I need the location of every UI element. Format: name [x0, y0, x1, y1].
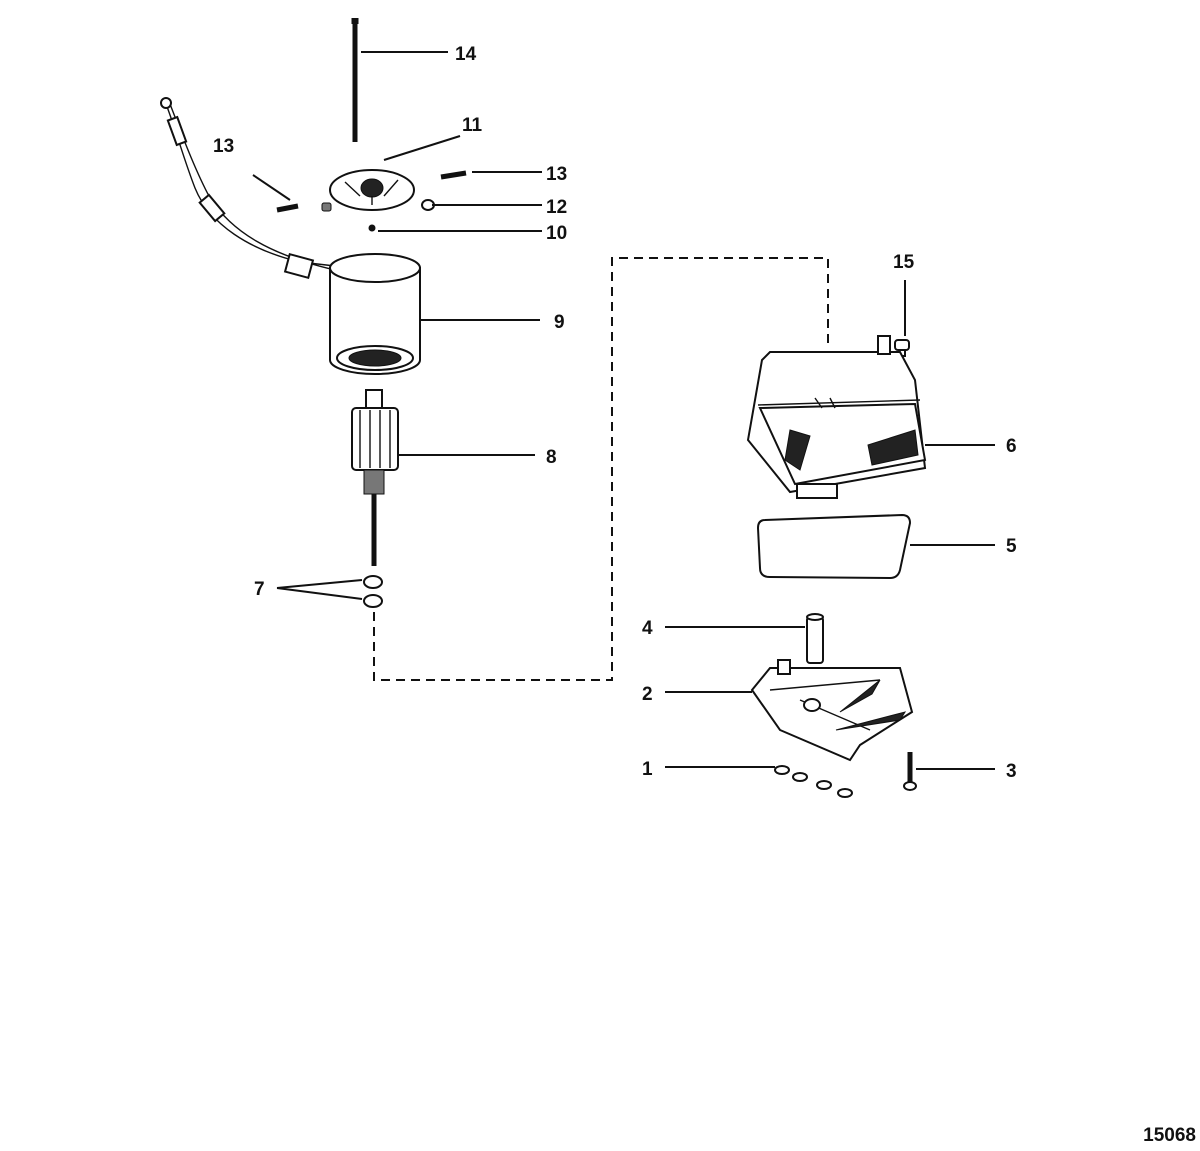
callout-8: 8 [546, 447, 557, 468]
figure-number: 15068 [1143, 1125, 1196, 1146]
callout-10: 10 [546, 223, 567, 244]
part-13-spring-left [276, 203, 299, 213]
leader-lines [252, 51, 995, 770]
callout-4: 4 [642, 618, 653, 639]
callout-3: 3 [1006, 761, 1017, 782]
part-4-tube [806, 613, 824, 664]
callout-9: 9 [554, 312, 565, 333]
callout-1: 1 [642, 759, 653, 780]
callout-11: 11 [462, 115, 483, 136]
part-7-washers [363, 575, 383, 608]
assembly-path-dashed-line [373, 257, 829, 681]
wire-harness [160, 97, 336, 280]
callout-13-left: 13 [213, 136, 234, 157]
callout-14: 14 [455, 44, 477, 65]
callout-7: 7 [254, 579, 265, 600]
part-8-armature [351, 389, 399, 566]
part-2-pump-base [750, 659, 914, 762]
callout-5: 5 [1006, 536, 1017, 557]
part-10-ball [368, 224, 376, 232]
part-13-spring-right [440, 170, 467, 180]
callout-2: 2 [642, 684, 653, 705]
part-3-screw [903, 752, 917, 791]
callout-15: 15 [893, 252, 915, 273]
part-5-gasket [756, 513, 912, 580]
part-9-motor-housing [329, 253, 421, 375]
callout-12: 12 [546, 197, 567, 218]
callout-13-right: 13 [546, 164, 567, 185]
callout-6: 6 [1006, 436, 1017, 457]
part-1-seals [774, 765, 853, 798]
part-6-reservoir-housing [746, 335, 927, 499]
part-11-end-cap [321, 169, 415, 212]
